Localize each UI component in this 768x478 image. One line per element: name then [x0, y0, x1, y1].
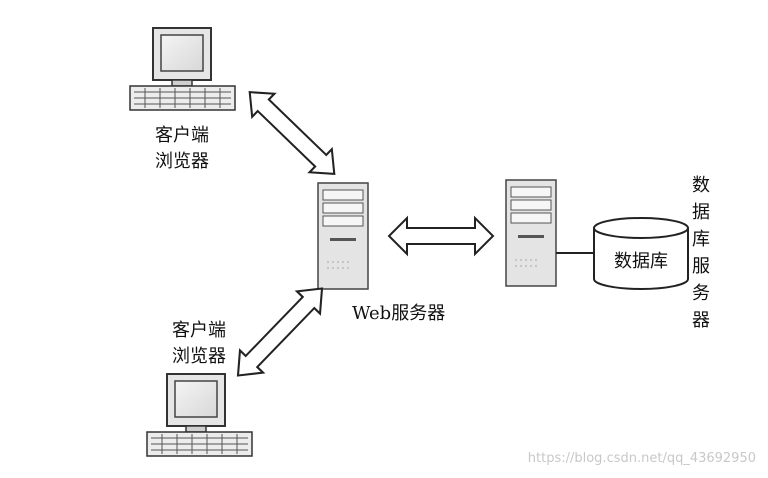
db-server-label-char: 器	[692, 310, 710, 331]
client-top-label-line1: 客户端	[155, 125, 209, 146]
client-bottom-label-line2: 浏览器	[172, 346, 226, 367]
web-server-label: Web服务器	[352, 303, 446, 324]
watermark-text: https://blog.csdn.net/qq_43692950	[527, 451, 756, 466]
db-server-label-char: 服	[692, 256, 710, 277]
database-cylinder-icon: 数据库	[593, 217, 689, 290]
client-top-label-line2: 浏览器	[155, 151, 209, 172]
db-server-tower-icon	[505, 179, 557, 287]
double-arrow-client-top-web	[248, 91, 336, 175]
web-server-tower-icon	[317, 182, 369, 290]
db-server-label-char: 数	[692, 175, 710, 196]
db-server-label-char: 库	[692, 229, 710, 250]
double-arrow-client-bottom-web	[236, 287, 324, 377]
client-bottom-label-line1: 客户端	[172, 320, 226, 341]
db-server-label-char: 务	[692, 283, 710, 304]
database-label: 数据库	[614, 251, 668, 272]
client-top-label: 客户端 浏览器	[155, 123, 209, 175]
client-top-computer-icon	[129, 27, 236, 111]
double-arrow-web-db	[387, 215, 495, 257]
client-bottom-label: 客户端 浏览器	[172, 318, 226, 370]
client-bottom-computer-icon	[146, 373, 253, 457]
db-server-label-char: 据	[692, 202, 710, 223]
db-server-label: 数 据 库 服 务 器	[688, 173, 714, 335]
